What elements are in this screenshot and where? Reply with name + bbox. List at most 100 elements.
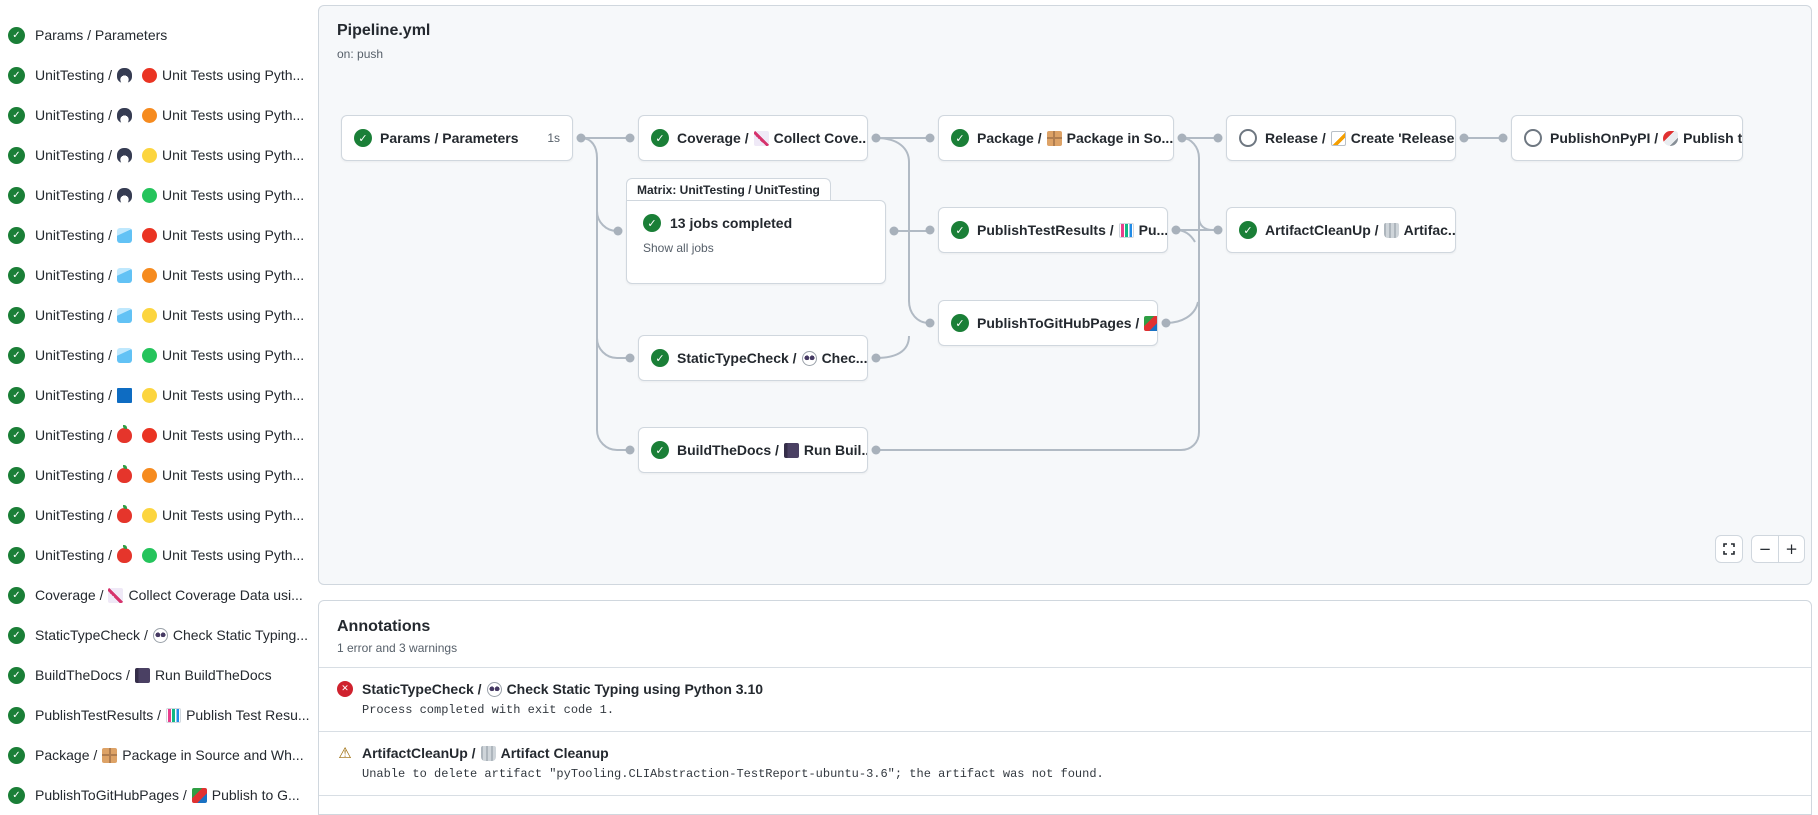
sidebar-item-unittesting[interactable]: UnitTesting /Unit Tests using Pyth... bbox=[0, 175, 316, 215]
success-check-icon bbox=[8, 506, 25, 524]
node-label-rest: Artifac... bbox=[1403, 222, 1456, 238]
success-check-icon bbox=[8, 746, 25, 764]
annotation-error-row: StaticTypeCheck / Check Static Typing us… bbox=[319, 667, 1811, 731]
job-node-release[interactable]: Release /Create 'Release P... bbox=[1226, 115, 1456, 161]
jobs-sidebar: Params / Parameters UnitTesting / Unit Te… bbox=[0, 0, 316, 815]
sidebar-item-unittesting[interactable]: UnitTesting /Unit Tests using Pyth... bbox=[0, 135, 316, 175]
job-name: UnitTesting / bbox=[35, 227, 113, 243]
job-name: UnitTesting / bbox=[35, 507, 113, 523]
sidebar-item-unittesting[interactable]: UnitTesting / Unit Tests using Pyth... bbox=[0, 455, 316, 495]
sidebar-item-unittesting[interactable]: UnitTesting /Unit Tests using Pyth... bbox=[0, 215, 316, 255]
annotation-job-link[interactable]: StaticTypeCheck / bbox=[362, 681, 482, 697]
zoom-in-button[interactable]: + bbox=[1778, 536, 1804, 562]
job-title: Unit Tests using Pyth... bbox=[162, 387, 305, 403]
success-check-icon bbox=[643, 214, 661, 232]
success-check-icon bbox=[8, 146, 25, 164]
red-dot-icon bbox=[142, 67, 158, 83]
job-title: Unit Tests using Pyth... bbox=[162, 467, 305, 483]
status-icon bbox=[354, 129, 372, 147]
fullscreen-button[interactable] bbox=[1715, 535, 1743, 563]
status-icon bbox=[651, 349, 669, 367]
sidebar-item-unittesting[interactable]: UnitTesting /Unit Tests using Pyth... bbox=[0, 535, 316, 575]
job-node-statictypecheck[interactable]: StaticTypeCheck /Chec...13s bbox=[638, 335, 868, 381]
sidebar-item-unittesting[interactable]: UnitTesting /Unit Tests using Pyth... bbox=[0, 55, 316, 95]
job-name: UnitTesting / bbox=[35, 387, 113, 403]
rocket-icon bbox=[1663, 130, 1679, 146]
sidebar-item-coverage[interactable]: Coverage /Collect Coverage Data usi... bbox=[0, 575, 316, 615]
books-icon bbox=[191, 787, 207, 803]
bar-chart-icon bbox=[1118, 222, 1134, 238]
job-node-publishonpypi[interactable]: PublishOnPyPI /Publish to ... bbox=[1511, 115, 1743, 161]
success-check-icon bbox=[8, 26, 25, 44]
success-check-icon bbox=[8, 426, 25, 444]
sidebar-item-statictypecheck[interactable]: StaticTypeCheck /Check Static Typing... bbox=[0, 615, 316, 655]
job-node-coverage[interactable]: Coverage /Collect Cove...25s bbox=[638, 115, 868, 161]
sidebar-item-unittesting[interactable]: UnitTesting / Unit Tests using Pyth... bbox=[0, 375, 316, 415]
success-check-icon bbox=[8, 666, 25, 684]
books-icon bbox=[1144, 315, 1157, 331]
job-title: Unit Tests using Pyth... bbox=[162, 107, 305, 123]
success-check-icon bbox=[8, 186, 25, 204]
annotation-warning-row: ArtifactCleanUp / Artifact Cleanup Unabl… bbox=[319, 731, 1811, 795]
sidebar-item-params[interactable]: Params / Parameters bbox=[0, 15, 316, 55]
windows-icon bbox=[117, 387, 133, 403]
node-label: Params / Parameters bbox=[380, 130, 519, 146]
job-title: Check Static Typing... bbox=[172, 627, 308, 643]
success-check-icon bbox=[8, 346, 25, 364]
job-node-artifactcleanup[interactable]: ArtifactCleanUp /Artifac...3s bbox=[1226, 207, 1456, 253]
annotation-step-title[interactable]: Check Static Typing using Python 3.10 bbox=[506, 681, 764, 697]
sidebar-item-unittesting[interactable]: UnitTesting / Unit Tests using Pyth... bbox=[0, 415, 316, 455]
annotations-bottom-divider bbox=[319, 795, 1811, 796]
job-name: UnitTesting / bbox=[35, 267, 113, 283]
eyes-icon bbox=[486, 681, 502, 697]
job-name: Coverage / bbox=[35, 587, 104, 603]
red-dot-icon bbox=[142, 227, 158, 243]
ice-cube-icon bbox=[117, 227, 133, 243]
job-title: Unit Tests using Pyth... bbox=[162, 427, 305, 443]
node-label: StaticTypeCheck / bbox=[677, 350, 797, 366]
sidebar-item-unittesting[interactable]: UnitTesting /Unit Tests using Pyth... bbox=[0, 335, 316, 375]
node-label-rest: Create 'Release P... bbox=[1350, 130, 1455, 146]
status-icon bbox=[951, 314, 969, 332]
show-all-jobs-link[interactable]: Show all jobs bbox=[643, 241, 714, 255]
penguin-icon bbox=[117, 187, 133, 203]
eyes-icon bbox=[801, 350, 817, 366]
success-check-icon bbox=[8, 66, 25, 84]
chart-increasing-icon bbox=[108, 587, 124, 603]
job-title: Unit Tests using Pyth... bbox=[162, 507, 305, 523]
status-icon bbox=[651, 129, 669, 147]
job-node-buildthedocs[interactable]: BuildTheDocs /Run Buil...47s bbox=[638, 427, 868, 473]
sidebar-item-package[interactable]: Package /Package in Source and Wh... bbox=[0, 735, 316, 775]
annotations-summary: 1 error and 3 warnings bbox=[337, 641, 458, 655]
sidebar-item-unittesting[interactable]: UnitTesting /Unit Tests using Pyth... bbox=[0, 95, 316, 135]
job-title: Publish to G... bbox=[211, 787, 300, 803]
matrix-status-text: 13 jobs completed bbox=[670, 215, 793, 231]
sidebar-item-buildthedocs[interactable]: BuildTheDocs /Run BuildTheDocs bbox=[0, 655, 316, 695]
apple-icon bbox=[117, 504, 133, 523]
sidebar-item-unittesting[interactable]: UnitTesting /Unit Tests using Pyth... bbox=[0, 295, 316, 335]
success-check-icon bbox=[8, 266, 25, 284]
annotation-job-link[interactable]: ArtifactCleanUp / bbox=[362, 745, 476, 761]
sidebar-item-publishtestresults[interactable]: PublishTestResults /Publish Test Resu... bbox=[0, 695, 316, 735]
job-title: Run BuildTheDocs bbox=[154, 667, 272, 683]
job-name: UnitTesting / bbox=[35, 467, 113, 483]
job-name: UnitTesting / bbox=[35, 427, 113, 443]
job-node-package[interactable]: Package /Package in So...25s bbox=[938, 115, 1174, 161]
job-title: Package in Source and Wh... bbox=[122, 747, 304, 763]
sidebar-item-unittesting[interactable]: UnitTesting / Unit Tests using Pyth... bbox=[0, 495, 316, 535]
sidebar-item-unittesting[interactable]: UnitTesting /Unit Tests using Pyth... bbox=[0, 255, 316, 295]
success-check-icon bbox=[8, 706, 25, 724]
job-name: UnitTesting / bbox=[35, 547, 113, 563]
status-icon bbox=[951, 129, 969, 147]
sidebar-item-publishtogithubpages[interactable]: PublishToGitHubPages /Publish to G... bbox=[0, 775, 316, 815]
annotations-title: Annotations bbox=[337, 618, 431, 635]
annotation-step-title[interactable]: Artifact Cleanup bbox=[500, 745, 609, 761]
yellow-dot-icon bbox=[142, 507, 158, 523]
job-node-publishtogithubpages[interactable]: PublishToGitHubPages /...13s bbox=[938, 300, 1158, 346]
job-node-publishtestresults[interactable]: PublishTestResults /Pu...17s bbox=[938, 207, 1168, 253]
ice-cube-icon bbox=[117, 347, 133, 363]
node-label-rest: Chec... bbox=[821, 350, 868, 366]
zoom-out-button[interactable]: − bbox=[1758, 540, 1772, 558]
node-label-rest: Publish to ... bbox=[1683, 130, 1743, 146]
